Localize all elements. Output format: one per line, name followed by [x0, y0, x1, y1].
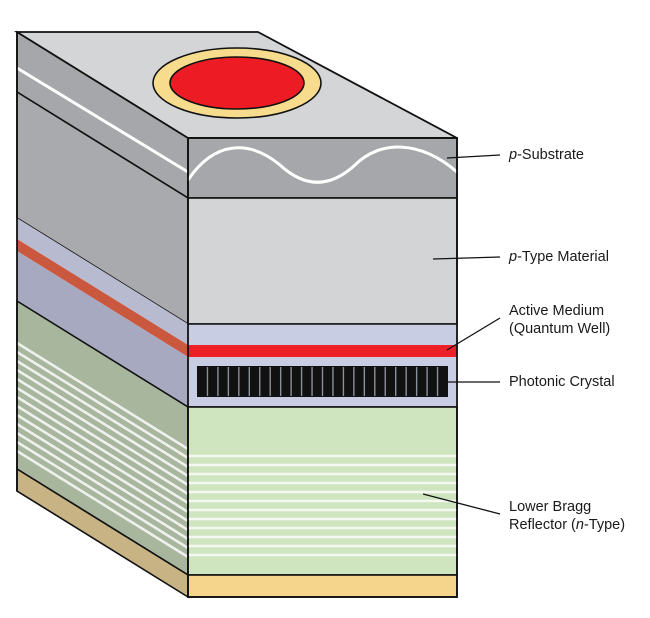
label-bragg-line2-ital: n: [575, 517, 584, 533]
label-active-line2: (Quantum Well): [509, 321, 611, 337]
label-active-line1: Active Medium: [509, 303, 605, 319]
photonic-crystal-blocks: [197, 366, 448, 397]
front-p-type: [187, 197, 458, 325]
leader-active: [446, 317, 501, 351]
label-bragg-line2-post: -Type): [583, 517, 626, 533]
leader-lines: [422, 154, 501, 515]
label-active-medium: Active Medium (Quantum Well): [509, 302, 610, 338]
front-active: [188, 345, 457, 357]
label-bragg-reflector: Lower Bragg Reflector (n-Type): [509, 498, 625, 534]
label-p-substrate: p-Substrate: [509, 146, 584, 164]
label-p-type-rest: -Type Material: [517, 249, 609, 265]
ellipse-aperture-icon: [169, 56, 305, 110]
side-active: [17, 239, 188, 357]
side-bragg-stripes: [16, 341, 189, 559]
side-active-upper: [17, 218, 188, 345]
front-base: [187, 574, 458, 598]
label-bragg-line2: Reflector (n-Type): [509, 516, 625, 534]
label-p-type: p-Type Material: [509, 248, 609, 266]
front-face: [186, 137, 458, 598]
label-bragg-line1: Lower Bragg: [509, 499, 592, 515]
label-p-substrate-rest: -Substrate: [517, 147, 584, 163]
front-bragg-stripes: [188, 454, 457, 557]
side-face: [16, 30, 189, 599]
label-p-substrate-prefix: p: [509, 147, 518, 163]
label-photonic-text: Photonic Crystal: [509, 374, 615, 390]
label-p-type-prefix: p: [509, 249, 518, 265]
leader-p-type: [432, 256, 501, 260]
label-bragg-line2-pre: Reflector (: [509, 517, 576, 533]
leader-bragg: [422, 493, 501, 515]
label-photonic-crystal: Photonic Crystal: [509, 373, 615, 391]
side-crystal: [17, 251, 188, 407]
front-wave: [186, 145, 458, 184]
leader-p-substrate: [446, 154, 501, 159]
side-wave-line: [16, 66, 189, 174]
front-active-upper: [188, 324, 457, 345]
front-substrate: [187, 137, 458, 199]
